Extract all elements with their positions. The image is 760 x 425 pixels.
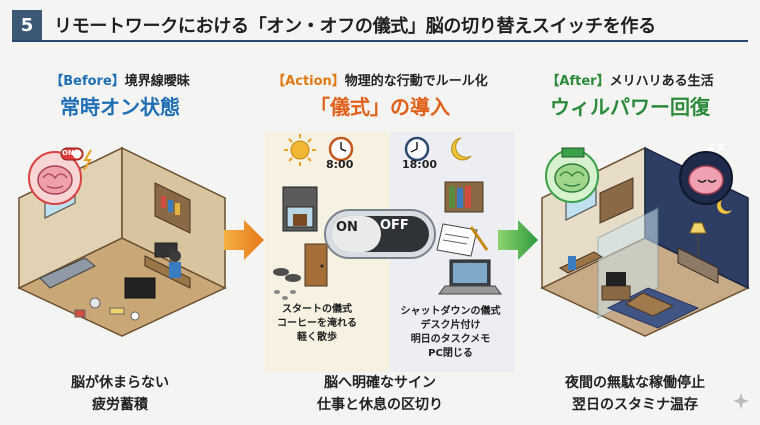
- action-ritual-illustration: [265, 132, 515, 372]
- sleep-zz-label: z z: [708, 140, 725, 153]
- before-caption: 脳が休まらない 疲労蓄積: [40, 372, 200, 416]
- stressed-brain-icon: [28, 147, 92, 205]
- action-caption: 脳へ明確なサイン 仕事と休息の区切り: [285, 372, 475, 416]
- sun-icon: [284, 134, 316, 166]
- morning-time: 8:00: [326, 158, 354, 171]
- after-subtitle: メリハリある生活: [609, 74, 714, 89]
- action-caption-line2: 仕事と休息の区切り: [317, 397, 443, 413]
- before-heading: 【Before】境界線曖昧 常時オン状態: [30, 70, 210, 120]
- after-caption: 夜間の無駄な稼働停止 翌日のスタミナ温存: [545, 372, 725, 416]
- healthy-brain-icon: [545, 147, 599, 203]
- page-title: リモートワークにおける「オン・オフの儀式」脳の切り替えスイッチを作る: [54, 16, 656, 37]
- before-caption-line1: 脳が休まらない: [71, 375, 169, 391]
- shutdown-ritual-item: デスク片付け: [420, 320, 481, 331]
- start-ritual-title: スタートの儀式: [282, 304, 352, 315]
- start-ritual-item: コーヒーを淹れる: [277, 318, 357, 329]
- action-headline: 「儀式」の導入: [310, 95, 450, 119]
- shutdown-ritual-item: 明日のタスクメモ: [410, 334, 491, 345]
- sparkle-icon: [733, 393, 749, 409]
- evening-time: 18:00: [402, 158, 438, 171]
- before-headline: 常時オン状態: [60, 95, 180, 119]
- shutdown-ritual-item: PC閉じる: [428, 348, 473, 359]
- after-caption-line2: 翌日のスタミナ温存: [572, 397, 698, 413]
- after-heading: 【After】メリハリある生活 ウィルパワー回復: [530, 70, 730, 120]
- after-caption-line1: 夜間の無駄な稼働停止: [565, 375, 705, 391]
- action-caption-line1: 脳へ明確なサイン: [324, 375, 436, 391]
- on-badge-label: ON: [62, 149, 74, 157]
- on-off-switch: [324, 209, 436, 259]
- shutdown-ritual-title: シャットダウンの儀式: [400, 306, 501, 317]
- section-number: 5: [12, 10, 42, 40]
- switch-on-label: ON: [336, 220, 358, 235]
- action-heading: 【Action】物理的な行動でルール化 「儀式」の導入: [255, 70, 505, 120]
- before-caption-line2: 疲労蓄積: [92, 397, 148, 413]
- sleeping-brain-icon: [679, 151, 733, 205]
- start-ritual-item: 軽く散歩: [297, 332, 337, 343]
- shutdown-ritual-list: シャットダウンの儀式 デスク片付け 明日のタスクメモ PC閉じる: [388, 305, 513, 361]
- start-ritual-list: スタートの儀式 コーヒーを淹れる 軽く散歩: [262, 303, 372, 345]
- green-arrow-icon: [498, 220, 538, 260]
- switch-off-label: OFF: [380, 218, 409, 233]
- before-room-illustration: [17, 146, 227, 337]
- after-tag: 【After】: [546, 74, 610, 89]
- before-tag: 【Before】: [50, 74, 125, 89]
- action-tag: 【Action】: [272, 74, 345, 89]
- header: 5 リモートワークにおける「オン・オフの儀式」脳の切り替えスイッチを作る: [12, 10, 748, 42]
- after-headline: ウィルパワー回復: [550, 95, 710, 119]
- before-subtitle: 境界線曖昧: [124, 74, 190, 89]
- after-room-illustration: [540, 146, 750, 337]
- orange-arrow-icon: [224, 220, 264, 260]
- action-subtitle: 物理的な行動でルール化: [344, 74, 488, 89]
